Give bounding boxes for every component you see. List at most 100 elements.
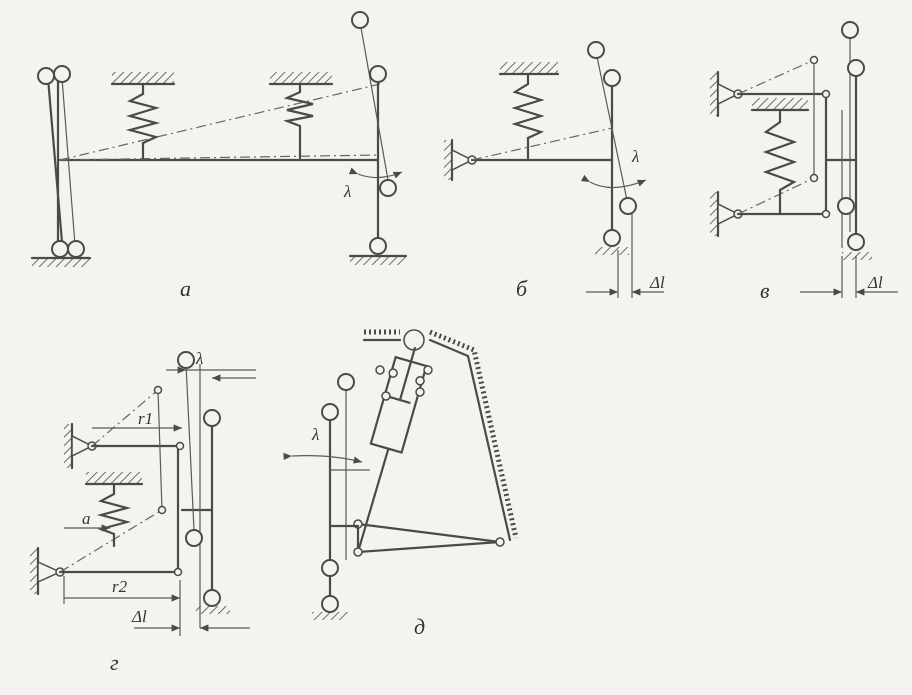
joint [809,173,819,183]
lower-ball [321,559,339,577]
ground-hatch [842,252,872,260]
top-ball [841,21,859,39]
joint [821,89,831,99]
roller [423,365,433,375]
pivot-hatch [444,140,452,180]
caption-b: б [516,276,528,301]
lower-ball [185,529,203,547]
deflection-line [59,83,381,161]
panel-d: λ д [283,329,519,639]
panel-b: λ Δl б [444,41,665,301]
top-ball [587,41,605,59]
deflection-line [59,509,163,573]
delta-l-label: Δl [649,273,665,292]
pivot-triangle [71,434,94,458]
roller [415,376,425,386]
angle-arc [348,167,403,179]
caption-a: а [180,276,191,301]
deflection-line [737,59,815,95]
bottom-ball [847,233,865,251]
a-label: a [82,509,91,528]
top-ball [203,409,221,427]
pivot-hatch [710,192,718,236]
top-ball [603,69,621,87]
bottom-ball [321,595,339,613]
top-ball [337,373,355,391]
lower-ball [837,197,855,215]
lambda-label: λ [195,349,203,368]
rod-thin [185,363,195,531]
joint [153,385,163,395]
bottom-ball [369,237,387,255]
caption-g: г [110,650,119,675]
roller [381,391,391,401]
left-rod-thin [61,77,76,246]
upper-link [356,522,502,544]
caption-v: в [760,278,770,303]
pivot-triangle [717,82,740,106]
delta-l-label: Δl [131,607,147,626]
roller [375,365,385,375]
joint [809,55,819,65]
bottom-ball [67,240,85,258]
lower-ball [619,197,637,215]
spring [125,82,161,160]
r1-label: r1 [138,409,153,428]
ground-hatch [32,258,90,267]
deflection-line [737,177,815,215]
spring-support-hatch [270,72,332,84]
roller [415,387,425,397]
spring-support-hatch [500,62,558,74]
angle-arc [283,452,363,464]
top-ball [177,351,195,369]
lambda-label: λ [343,182,351,201]
right-rod-thin [359,21,389,181]
ground-hatch [595,247,629,255]
roller [388,368,398,378]
joint [173,567,183,577]
top-ball [369,65,387,83]
lambda-label: λ [631,147,639,166]
pivot-hatch [710,72,718,116]
coupler-thin [157,389,163,511]
damper-cylinder [369,346,428,454]
panel-a: λ а [30,11,408,301]
pivot-hatch [64,424,72,468]
joint [821,209,831,219]
pivot-triangle [717,202,740,226]
ground-hatch [312,612,348,620]
top-ball [847,59,865,77]
bottom-ball [51,240,69,258]
spring [762,108,798,216]
delta-l-label: Δl [867,273,883,292]
housing-hatch [364,329,519,539]
damper-link [356,448,390,554]
ground-hatch [350,256,406,265]
hinge [403,329,425,351]
r2-label: r2 [112,577,128,596]
top-ball [351,11,369,29]
deflection-line [471,127,613,161]
lower-link [356,540,502,554]
bottom-ball [203,589,221,607]
spring-support-hatch [752,98,808,110]
lambda-label: λ [311,425,319,444]
top-ball [37,67,55,85]
ground-hatch [196,606,230,614]
joint [157,505,167,515]
angle-arc [580,174,647,189]
panel-v: Δl в [710,21,898,303]
housing-wall [362,338,512,542]
panel-g: r1 a r2 λ Δl г [30,349,256,675]
pivot-triangle [451,148,474,172]
spring-support-hatch [86,472,142,484]
caption-d: д [414,614,425,639]
top-ball [53,65,71,83]
left-rod [46,76,64,244]
joint [175,441,185,451]
pivot-hatch [30,548,38,594]
bottom-ball [603,229,621,247]
spring [511,72,545,160]
